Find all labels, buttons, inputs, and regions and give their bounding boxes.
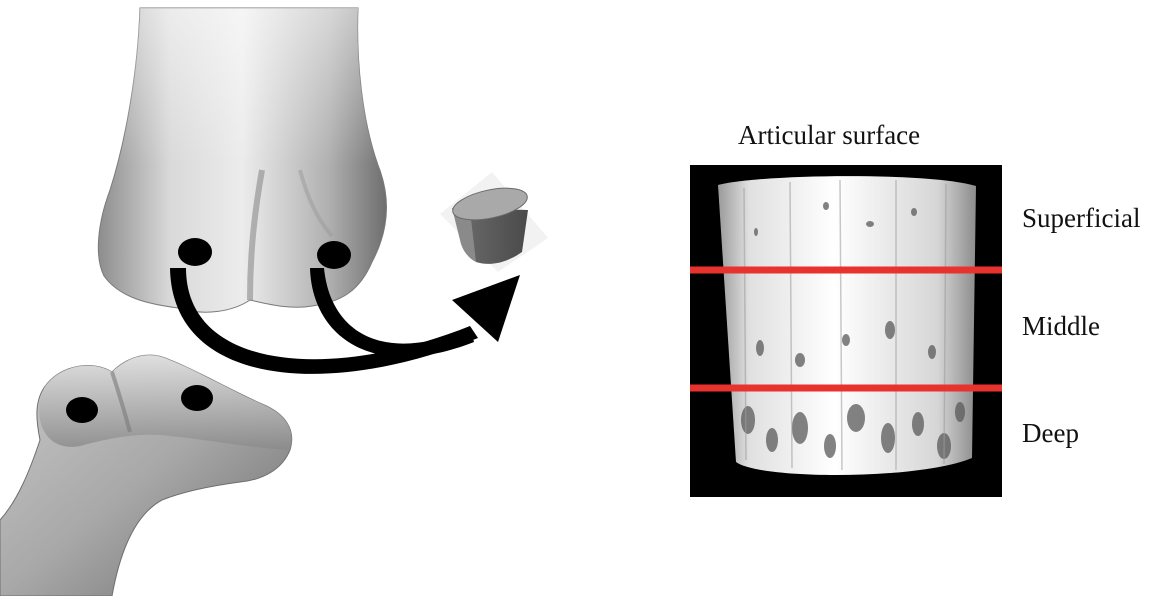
femur-marker-right <box>317 241 351 269</box>
layer-label-middle: Middle <box>1022 313 1100 340</box>
tibia-marker-right <box>181 385 213 411</box>
micro-ct-panel <box>690 165 1002 497</box>
cartilage-plug-icon <box>440 172 548 272</box>
tibia-model <box>0 355 292 596</box>
layer-label-deep: Deep <box>1022 420 1079 447</box>
scan-cylinder <box>718 176 976 475</box>
panel-title: Articular surface <box>738 122 920 149</box>
layer-label-superficial: Superficial <box>1022 205 1140 232</box>
femur-highlight <box>118 8 378 165</box>
femur-marker-left <box>178 238 212 266</box>
tibia-marker-left <box>66 397 98 423</box>
